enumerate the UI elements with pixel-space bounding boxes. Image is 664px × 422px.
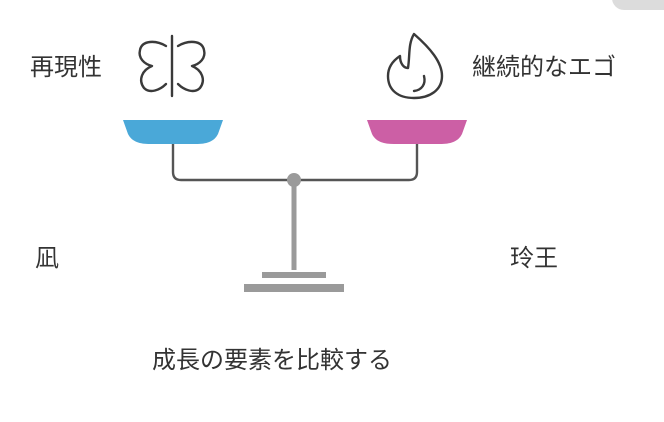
flame-icon xyxy=(386,32,444,100)
label-reproducibility: 再現性 xyxy=(30,53,102,81)
corner-tab xyxy=(612,0,664,10)
scale-base xyxy=(244,272,344,292)
left-pan xyxy=(123,120,223,144)
label-continuous-ego: 継続的なエゴ xyxy=(472,53,616,81)
label-reo: 玲王 xyxy=(510,244,558,272)
right-pan xyxy=(367,120,467,144)
label-nagi: 凪 xyxy=(35,244,59,272)
butterfly-icon xyxy=(138,34,206,98)
scale-pivot xyxy=(287,173,301,187)
diagram-caption: 成長の要素を比較する xyxy=(152,346,392,374)
